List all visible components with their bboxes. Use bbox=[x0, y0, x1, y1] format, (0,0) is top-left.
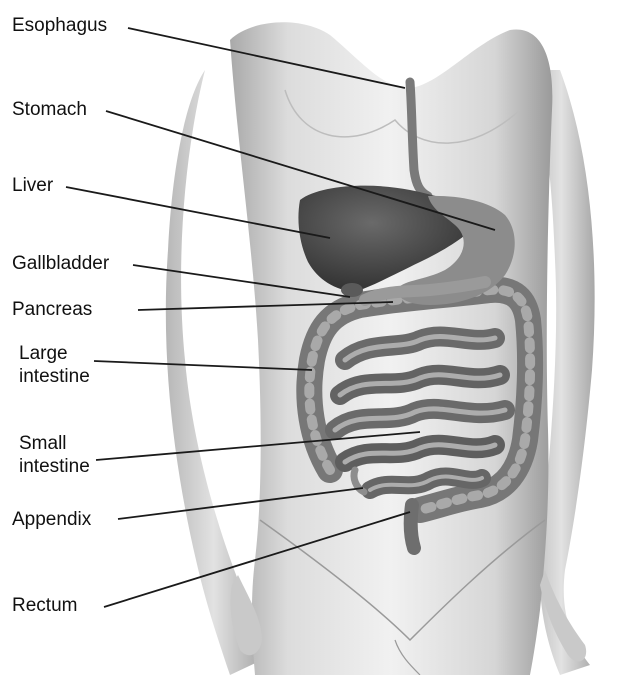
label-stomach: Stomach bbox=[12, 98, 87, 121]
label-small-intestine-line-1: Small bbox=[19, 432, 90, 455]
label-small-intestine: Small intestine bbox=[19, 432, 90, 478]
gallbladder-organ bbox=[341, 283, 363, 297]
rectum-organ bbox=[411, 505, 414, 548]
label-pancreas: Pancreas bbox=[12, 298, 92, 321]
label-appendix: Appendix bbox=[12, 508, 91, 531]
label-gallbladder: Gallbladder bbox=[12, 252, 109, 275]
label-liver: Liver bbox=[12, 174, 53, 197]
label-esophagus: Esophagus bbox=[12, 14, 107, 37]
label-large-intestine: Large intestine bbox=[19, 342, 90, 388]
label-large-intestine-line-2: intestine bbox=[19, 365, 90, 388]
label-small-intestine-line-2: intestine bbox=[19, 455, 90, 478]
label-rectum: Rectum bbox=[12, 594, 77, 617]
label-large-intestine-line-1: Large bbox=[19, 342, 90, 365]
